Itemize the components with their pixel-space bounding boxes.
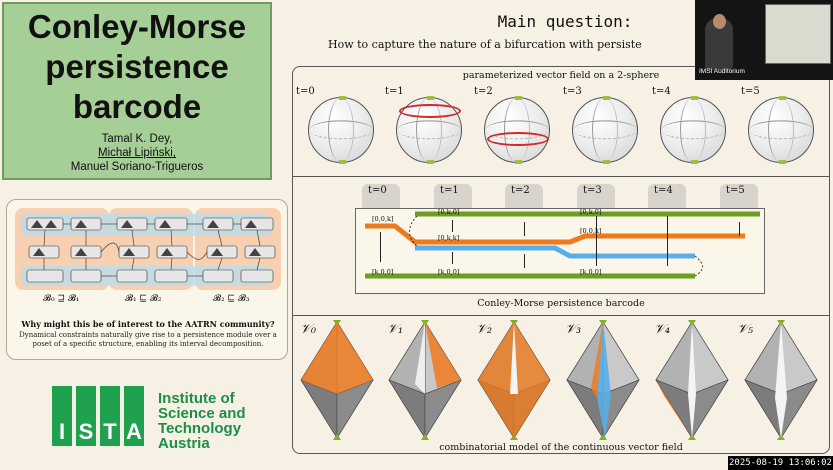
poset-label-b1-b2: 𝓑₁ ⊑ 𝓑₂ <box>125 294 162 304</box>
sphere-time-2: t=2 <box>474 86 493 97</box>
speaker-head <box>713 14 726 29</box>
community-answer: Dynamical constraints naturally give ris… <box>19 331 277 348</box>
sphere-2 <box>484 96 550 164</box>
model-label-2: 𝒱₂ <box>476 322 493 337</box>
model-caption: combinatorial model of the continuous ve… <box>439 442 683 453</box>
ista-letter-a: A <box>124 386 144 446</box>
octahedron-5 <box>744 319 818 441</box>
video-location-label: IMSI Auditorium <box>699 68 745 75</box>
barcode-time-0: t=0 <box>368 185 387 196</box>
title-box: Conley-Morse persistence barcode Tamal K… <box>2 2 272 180</box>
barcode-label-t1-bottom: [k,0,0] <box>438 268 460 276</box>
octahedra <box>300 319 818 441</box>
model-label-3: 𝒱₃ <box>565 322 582 337</box>
barcode-label-t3-bottom: [k,0,0] <box>580 268 602 276</box>
barcode-arrow <box>596 216 597 266</box>
barcode-time-4: t=4 <box>654 185 673 196</box>
author-2: Michał Lipiński, <box>98 147 176 159</box>
barcode-arrow <box>524 222 525 236</box>
author-1: Tamal K. Dey, <box>101 133 173 145</box>
main-question-subheading: How to capture the nature of a bifurcati… <box>328 38 642 51</box>
title-line-1: Conley-Morse <box>27 8 247 45</box>
sphere-5 <box>748 96 814 164</box>
poset-diagram-box: 𝓑₀ ⊒ 𝓑₁ 𝓑₁ ⊑ 𝓑₂ 𝓑₂ ⊑ 𝓑₃ Why might this b… <box>6 199 288 360</box>
barcode-label-t0-top: [0,0,k] <box>372 215 394 223</box>
barcode-time-3: t=3 <box>583 185 602 196</box>
title-line-2: persistence <box>45 48 229 85</box>
sphere-4 <box>660 96 726 164</box>
author-3: Manuel Soriano-Trigueros <box>70 161 204 173</box>
sphere-time-0: t=0 <box>296 86 315 97</box>
ista-institute-name: Institute of Science and Technology Aust… <box>158 391 246 451</box>
ista-name-line-4: Austria <box>158 435 210 452</box>
barcode-label-t3-top: [0,k,0] <box>580 208 602 216</box>
barcode-label-t1-mid: [0,k,k] <box>438 234 460 242</box>
ista-name-line-1: Institute of <box>158 390 235 407</box>
barcode-bars <box>365 211 760 279</box>
sphere-3 <box>572 96 638 164</box>
bar-orange <box>365 223 745 245</box>
octahedron-1 <box>388 319 462 441</box>
barcode-arrow <box>524 254 525 268</box>
main-question-heading: Main question: <box>497 12 633 31</box>
ista-name-line-2: Science and <box>158 405 246 422</box>
poset-diagram <box>15 208 281 290</box>
figure-divider-1 <box>293 176 829 177</box>
title-line-3: barcode <box>72 88 202 125</box>
barcode-arrow <box>667 216 668 266</box>
barcode-arrow <box>452 252 453 264</box>
barcode-label-t0-bottom: [k,0,0] <box>372 268 394 276</box>
ista-letter-s: S <box>76 386 96 446</box>
model-label-5: 𝒱₅ <box>737 322 754 337</box>
vector-field-caption: parameterized vector field on a 2-sphere <box>462 70 660 81</box>
model-label-1: 𝒱₁ <box>387 322 404 337</box>
bar-blue <box>415 245 695 259</box>
sphere-time-1: t=1 <box>385 86 404 97</box>
barcode-arrow <box>452 220 453 232</box>
video-screen <box>765 4 831 64</box>
poset-label-b0-b1: 𝓑₀ ⊒ 𝓑₁ <box>43 294 80 304</box>
sphere-time-3: t=3 <box>563 86 582 97</box>
sphere-1 <box>396 96 462 164</box>
figure-divider-2 <box>293 315 829 316</box>
octahedron-4 <box>655 319 729 441</box>
barcode-time-1: t=1 <box>440 185 459 196</box>
sphere-0 <box>308 96 374 164</box>
octahedron-2 <box>477 319 551 441</box>
barcode-label-t3-mid: [0,0,k] <box>580 227 602 235</box>
ista-letter-i: I <box>52 386 72 446</box>
octahedron-0 <box>300 319 374 441</box>
barcode-label-t1-top: [0,k,0] <box>438 208 460 216</box>
sphere-time-5: t=5 <box>741 86 760 97</box>
community-question: Why might this be of interest to the AAT… <box>21 319 275 329</box>
barcode-arrow <box>380 232 381 262</box>
model-label-0: 𝒱₀ <box>300 322 317 337</box>
barcode-time-2: t=2 <box>511 185 530 196</box>
poset-label-b2-b3: 𝓑₂ ⊑ 𝓑₃ <box>213 294 250 304</box>
figure-frame <box>292 66 830 454</box>
barcode-caption: Conley-Morse persistence barcode <box>477 298 645 309</box>
ista-letter-t: T <box>100 386 120 446</box>
model-label-4: 𝒱₄ <box>654 322 671 337</box>
octahedron-3 <box>566 319 640 441</box>
barcode-time-5: t=5 <box>726 185 745 196</box>
sphere-time-4: t=4 <box>652 86 671 97</box>
speaker-video: IMSI Auditorium <box>695 0 833 80</box>
ista-name-line-3: Technology <box>158 420 242 437</box>
recording-timestamp: 2025-08-19 13:06:02 <box>728 456 833 470</box>
barcode-arrow <box>739 222 740 236</box>
